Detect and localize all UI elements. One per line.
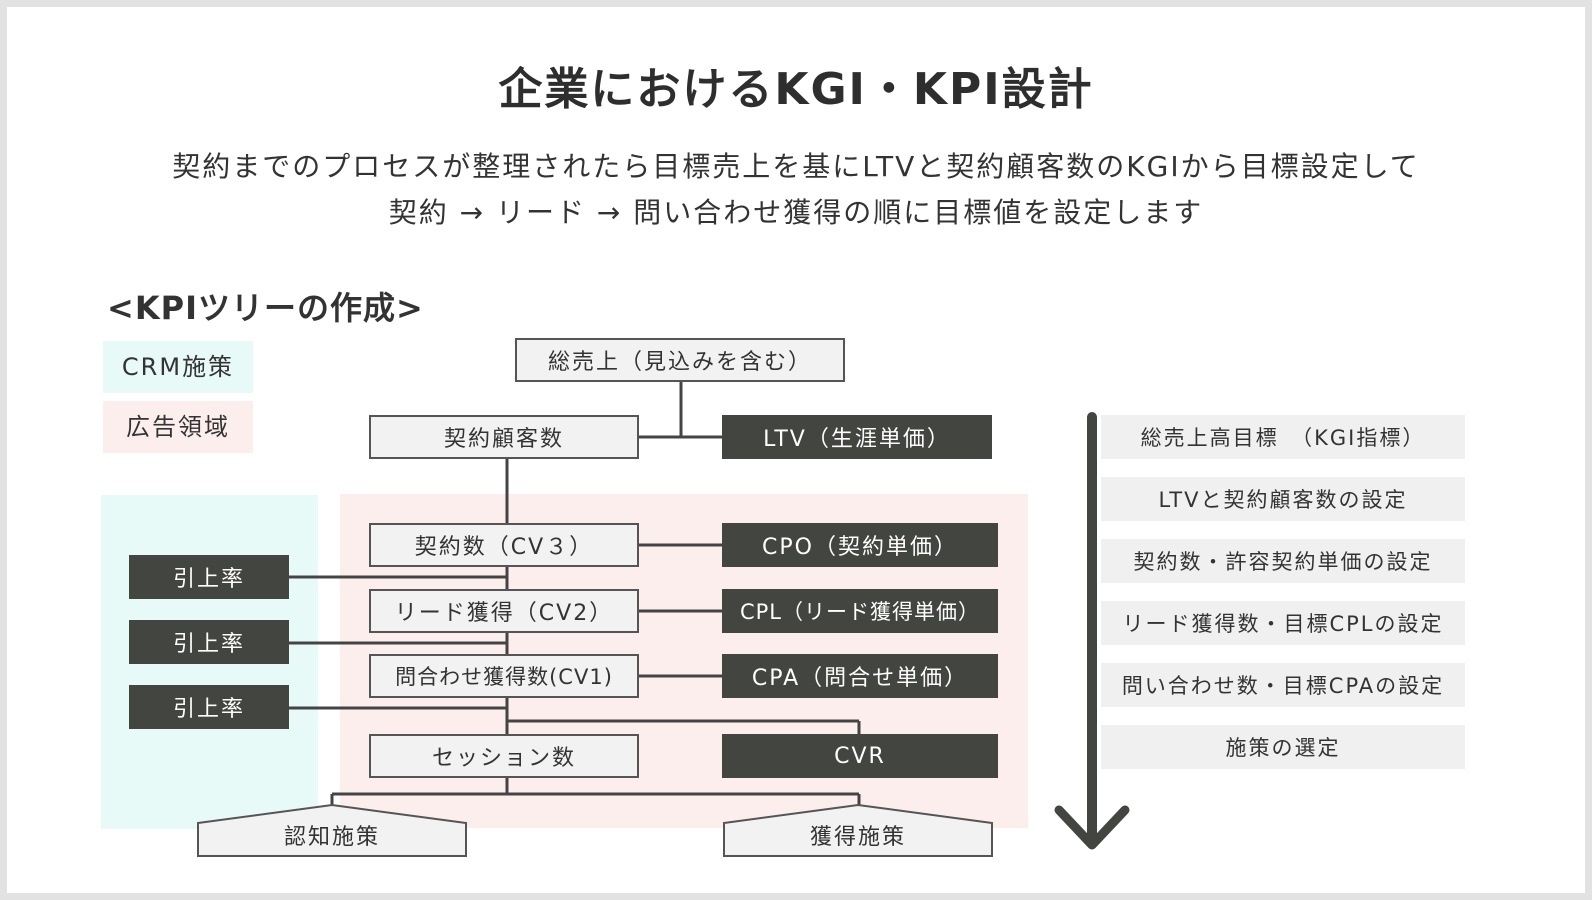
flow-step-inquiries: 問い合わせ数・目標CPAの設定 <box>1101 663 1465 707</box>
subtitle-line-1: 契約までのプロセスが整理されたら目標売上を基にLTVと契約顧客数のKGIから目標… <box>172 150 1420 183</box>
subtitle-line-2: 契約 → リード → 問い合わせ獲得の順に目標値を設定します <box>388 196 1204 229</box>
flow-step-ltv: LTVと契約顧客数の設定 <box>1101 477 1465 521</box>
cpl-box: CPL（リード獲得単価） <box>722 589 998 633</box>
connector-lines <box>197 380 1130 857</box>
flow-step-measures: 施策の選定 <box>1101 725 1465 769</box>
flow-step-contracts: 契約数・許容契約単価の設定 <box>1101 539 1465 583</box>
uplift-rate-box-3: 引上率 <box>129 685 289 729</box>
uplift-rate-box-2: 引上率 <box>129 620 289 664</box>
awareness-shape <box>197 803 467 857</box>
contracts-box: 契約数（CV３） <box>369 523 639 567</box>
legend-crm: CRM施策 <box>103 341 253 393</box>
section-heading: <KPIツリーの作成> <box>107 289 424 327</box>
ltv-box: LTV（生涯単価） <box>722 415 992 459</box>
acquisition-label: 獲得施策 <box>809 825 906 850</box>
legend-ad: 広告領域 <box>103 401 253 453</box>
page-title: 企業におけるKGI・KPI設計 <box>498 64 1094 115</box>
acquisition-shape <box>723 803 993 857</box>
awareness-label: 認知施策 <box>283 825 380 850</box>
sessions-box: セッション数 <box>369 734 639 778</box>
customers-box: 契約顧客数 <box>369 415 639 459</box>
total-sales-box: 総売上（見込みを含む） <box>515 338 845 382</box>
uplift-rate-box-1: 引上率 <box>129 555 289 599</box>
leads-box: リード獲得（CV2） <box>369 589 639 633</box>
inquiries-box: 問合わせ獲得数(CV1) <box>369 654 639 698</box>
cvr-box: CVR <box>722 734 998 778</box>
flow-arrow-head <box>1054 805 1130 850</box>
flow-step-leads: リード獲得数・目標CPLの設定 <box>1101 601 1465 645</box>
cpa-box: CPA（問合せ単価） <box>722 654 998 698</box>
slide: 企業におけるKGI・KPI設計 契約までのプロセスが整理されたら目標売上を基にL… <box>7 7 1585 893</box>
flow-step-kgi: 総売上高目標 （KGI指標） <box>1101 415 1465 459</box>
cpo-box: CPO（契約単価） <box>722 523 998 567</box>
